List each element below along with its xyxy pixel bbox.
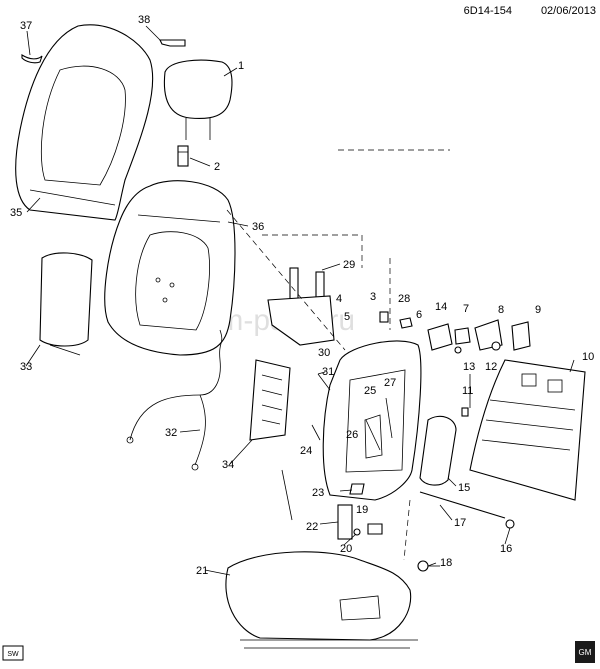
seat-back-cover: [15, 24, 154, 221]
seat-back-panel: [469, 359, 586, 501]
callout-21: 21: [196, 565, 208, 577]
leader-lines: [25, 25, 575, 576]
callout-38: 38: [138, 14, 150, 26]
callout-15: 15: [458, 482, 470, 494]
svg-text:GM: GM: [579, 648, 592, 657]
callout-25: 25: [364, 385, 376, 397]
callout-26: 26: [346, 429, 358, 441]
callout-23: 23: [312, 487, 324, 499]
callout-35: 35: [10, 207, 22, 219]
callout-16: 16: [500, 543, 512, 555]
recliner-parts: [337, 483, 383, 540]
callout-19: 19: [356, 504, 368, 516]
hardware-right: [379, 311, 531, 354]
side-trim: [419, 407, 469, 486]
callout-9: 9: [535, 304, 541, 316]
callout-20: 20: [340, 543, 352, 555]
release-rod: [419, 491, 515, 529]
callout-31: 31: [322, 366, 334, 378]
callout-2: 2: [214, 161, 220, 173]
callout-29: 29: [343, 259, 355, 271]
callout-5: 5: [344, 311, 350, 323]
callout-10: 10: [582, 351, 594, 363]
callout-labels: 1 2 4 5 6 7 8 9 10 11 12 13 14 15 16 17 …: [10, 14, 594, 577]
callout-4: 4: [336, 293, 342, 305]
callout-8: 8: [498, 304, 504, 316]
callout-7: 7: [463, 303, 469, 315]
callout-13: 13: [463, 361, 475, 373]
assembly-line: [226, 209, 346, 351]
svg-text:SW: SW: [7, 651, 19, 658]
callout-37: 37: [20, 20, 32, 32]
callout-33: 33: [20, 361, 32, 373]
lumbar-support: [249, 359, 291, 441]
callout-34: 34: [222, 459, 234, 471]
wiring-harness: [126, 329, 223, 471]
seat-back-insert: [39, 252, 93, 356]
gm-logo: GM: [575, 641, 595, 663]
seat-back-frame: [322, 340, 422, 501]
headrest: [163, 59, 233, 140]
callout-24: 24: [300, 445, 312, 457]
diagram-date: 02/06/2013: [541, 5, 596, 17]
callout-32: 32: [165, 427, 177, 439]
callout-11: 11: [462, 385, 473, 397]
callout-1: 1: [238, 60, 244, 72]
callout-27: 27: [384, 377, 396, 389]
diagram-code: 6D14-154: [464, 5, 512, 17]
sw-badge: SW: [2, 645, 24, 661]
callout-3: 3: [370, 291, 376, 303]
seat-cushion: [225, 551, 418, 649]
callout-22: 22: [306, 521, 318, 533]
callout-14: 14: [435, 301, 447, 313]
callout-30: 30: [318, 347, 330, 359]
seat-back-pad: [104, 180, 236, 356]
callout-12: 12: [485, 361, 497, 373]
headrest-guide: [177, 145, 189, 167]
bracket: [267, 295, 335, 346]
callout-28: 28: [398, 293, 410, 305]
clip-37: [21, 54, 43, 64]
callout-18: 18: [440, 557, 452, 569]
wire-rods: [281, 373, 393, 521]
callout-36: 36: [252, 221, 264, 233]
callout-17: 17: [454, 517, 466, 529]
callout-6: 6: [416, 309, 422, 321]
clip-38: [159, 39, 186, 47]
assembly-line: [403, 499, 411, 561]
